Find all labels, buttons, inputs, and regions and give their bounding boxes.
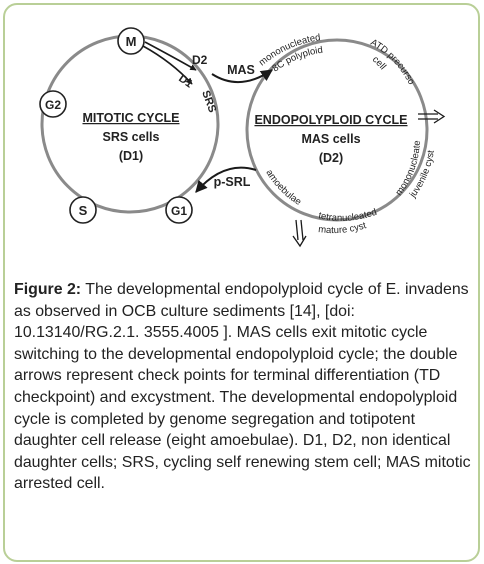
checkpoint-double-arrow-down	[292, 219, 307, 248]
mitotic-cycle-subtitle: SRS cells	[103, 130, 160, 144]
arrow-m-to-d1	[142, 45, 193, 85]
phase-label-s: S	[79, 203, 88, 218]
mitotic-cycle-title: MITOTIC CYCLE	[83, 111, 180, 125]
endopolyploid-cycle-subtitle: MAS cells	[301, 132, 360, 146]
arrow-psrl	[195, 166, 257, 193]
caption-text: The developmental endopolyploid cycle of…	[14, 281, 471, 493]
arrow-label-d1: D1	[176, 73, 194, 91]
phase-node-g2: G2	[39, 90, 67, 118]
arrow-label-mas: MAS	[227, 63, 255, 77]
arrow-label-srs: SRS	[199, 89, 218, 114]
figure-caption: Figure 2: The developmental endopolyploi…	[14, 279, 472, 495]
mitotic-cycle-daughter: (D1)	[119, 149, 143, 163]
checkpoint-double-arrow-right	[418, 109, 446, 124]
stage-label-atd-precursor: ATD precursor	[0, 0, 417, 87]
arrow-label-psrl: p-SRL	[214, 175, 251, 189]
arrow-label-d2: D2	[192, 53, 208, 67]
phase-node-g1: G1	[165, 196, 193, 224]
stage-label-tetranucleated: tetranucleated	[317, 207, 378, 224]
cell-cycle-diagram: M G2 S G1 MITOTIC CYCLE SRS cells (D1) E…	[0, 0, 446, 248]
endopolyploid-cycle-title: ENDOPOLYPLOID CYCLE	[254, 113, 407, 127]
arrow-mas	[211, 69, 273, 84]
arrow-m-to-d2	[144, 41, 197, 71]
phase-label-m: M	[126, 34, 137, 49]
figure-frame	[3, 3, 480, 562]
phase-label-g2: G2	[45, 98, 61, 112]
phase-label-g1: G1	[171, 204, 187, 218]
phase-node-s: S	[69, 196, 97, 224]
endopolyploid-cycle-circle	[245, 38, 429, 222]
endopolyploid-cycle-daughter: (D2)	[319, 151, 343, 165]
caption-lead: Figure 2:	[14, 281, 82, 298]
phase-node-m: M	[117, 27, 145, 55]
